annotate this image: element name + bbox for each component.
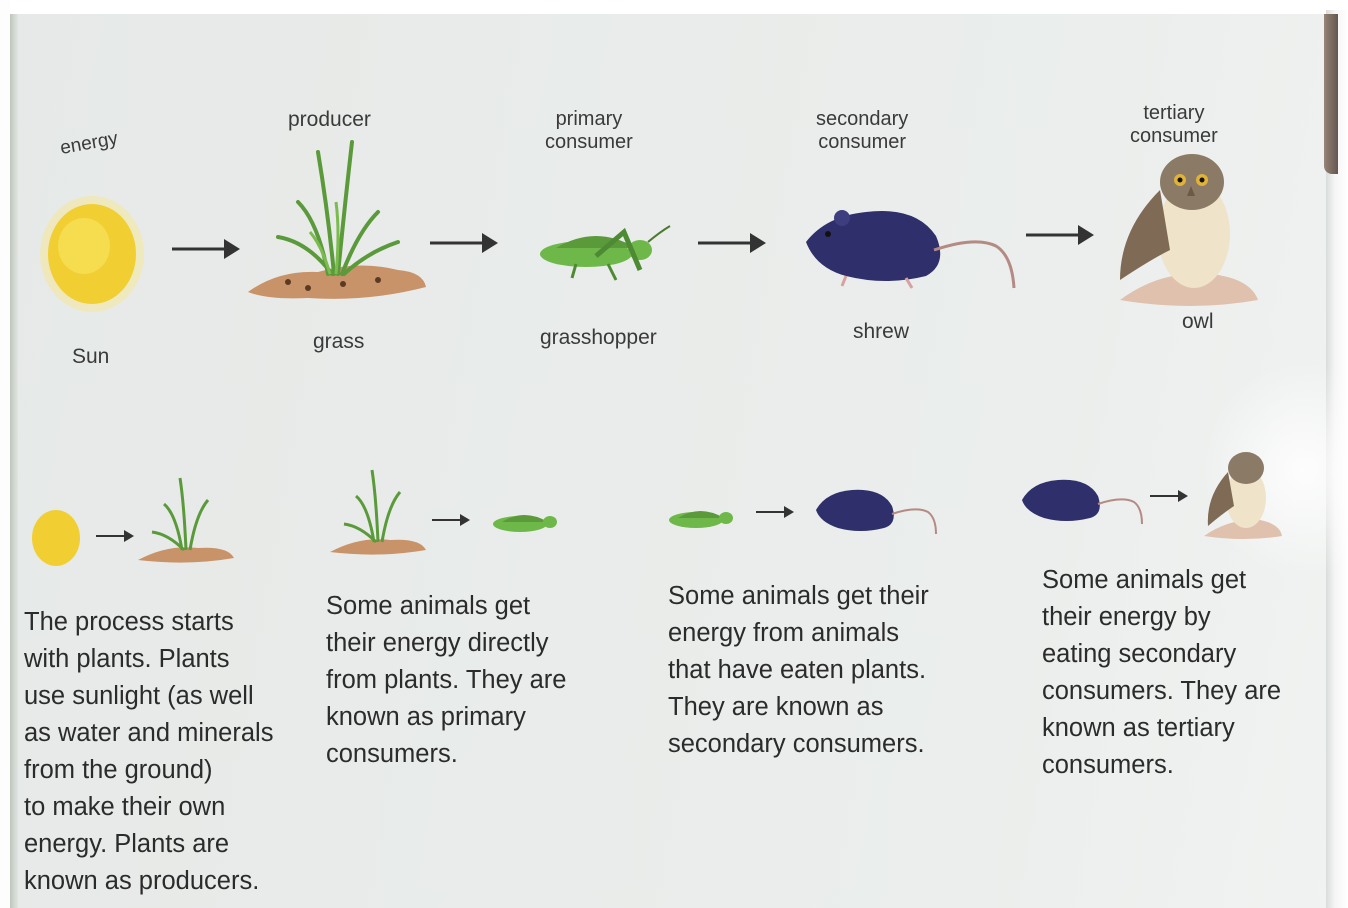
owl-icon [1110, 150, 1260, 312]
mini-owl-icon [1200, 448, 1284, 542]
mini-grasshopper-icon [490, 504, 566, 540]
mini-arrow-icon [1150, 488, 1188, 504]
tertiary-consumer-label: tertiary consumer [1130, 102, 1218, 148]
sun-icon [44, 196, 144, 306]
arrow-icon [698, 230, 766, 256]
grasshopper-icon [536, 218, 670, 282]
grass-label: grass [313, 330, 364, 353]
energy-label: energy [58, 127, 119, 160]
mini-grass-icon [138, 474, 234, 566]
mini-arrow-icon [432, 512, 470, 528]
book-spine-shadow [10, 14, 18, 908]
paragraph-secondary-consumers: Some animals get their energy from anima… [668, 578, 1008, 763]
mini-grass-icon [330, 466, 426, 558]
paragraph-producers: The process starts with plants. Plants u… [24, 604, 324, 900]
paragraph-tertiary-consumers: Some animals get their energy by eating … [1042, 562, 1332, 784]
mini-shrew-icon [1022, 478, 1144, 528]
arrow-icon [1026, 222, 1094, 248]
page-left-edge [0, 0, 10, 908]
owl-label: owl [1182, 310, 1214, 333]
arrow-icon [172, 236, 240, 262]
paragraph-primary-consumers: Some animals get their energy directly f… [326, 588, 646, 773]
primary-consumer-label: primary consumer [545, 108, 633, 154]
grass-icon [248, 142, 428, 302]
shrew-label: shrew [853, 320, 909, 343]
page-top-edge [0, 0, 1348, 14]
producer-label: producer [288, 108, 371, 131]
shrew-icon [806, 206, 1022, 294]
mini-shrew-icon [816, 488, 938, 538]
mini-arrow-icon [756, 504, 794, 520]
mini-sun-icon [30, 508, 82, 568]
sun-label: Sun [72, 345, 109, 368]
arrow-icon [430, 230, 498, 256]
secondary-consumer-label: secondary consumer [816, 108, 908, 154]
mini-grasshopper-icon [666, 500, 742, 536]
grasshopper-label: grasshopper [540, 326, 657, 349]
binding-shadow [1324, 14, 1338, 174]
mini-arrow-icon [96, 528, 134, 544]
